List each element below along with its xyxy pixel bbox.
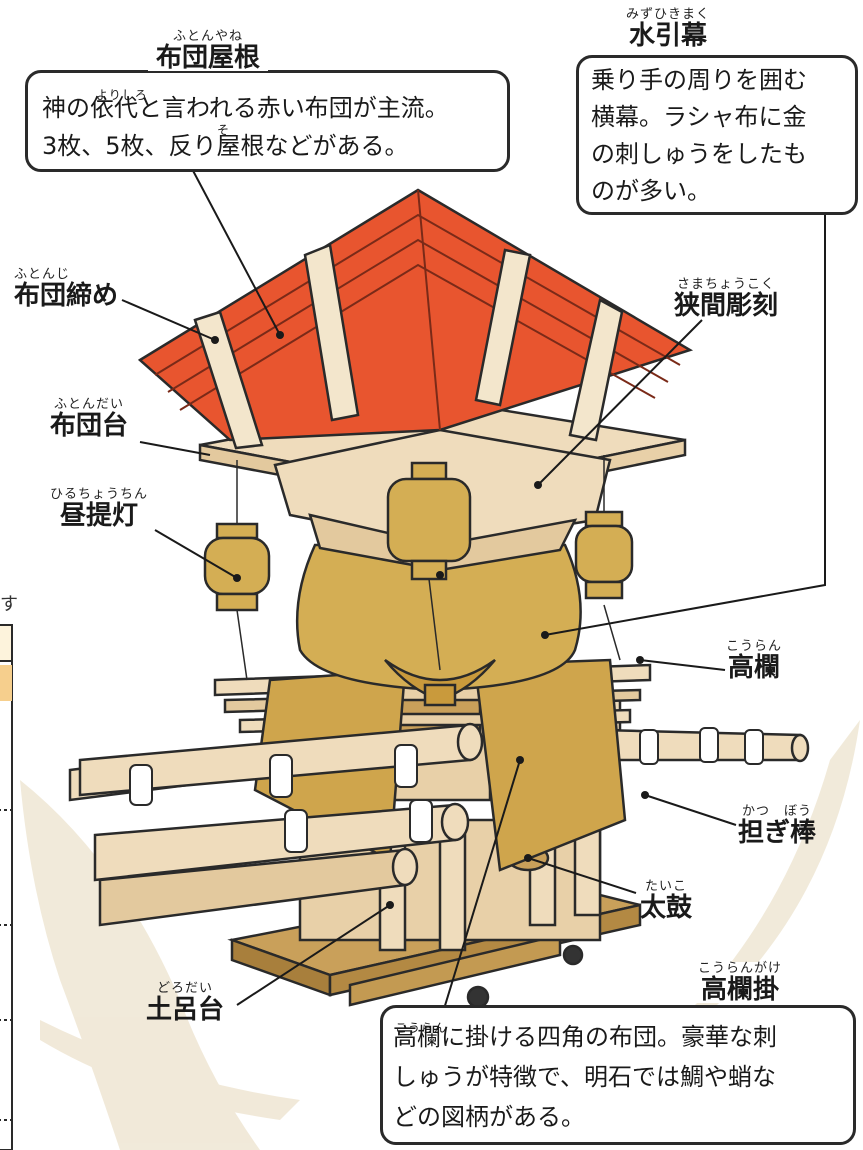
label-taiko: たいこ 太鼓 <box>640 880 692 921</box>
label-futon-dai: ふとんだい 布団台 <box>50 398 128 439</box>
label-koran: こうらん 高欄 <box>726 640 782 681</box>
label-hiru-chochin-ruby: ひるちょうちん <box>50 487 149 502</box>
label-taiko-text: 太鼓 <box>640 893 693 923</box>
left-side-table-fragment <box>0 624 13 1150</box>
label-koran-gake-ruby: こうらんがけ <box>698 961 783 976</box>
label-mizuhiki-maku: みずひきまく 水引幕 <box>618 7 719 51</box>
koran-gake-desc-line2: しゅうが特徴で、明石では鯛や蛸な <box>393 1063 777 1091</box>
lanterns <box>203 455 634 681</box>
label-mizuhiki-maku-ruby: みずひきまく <box>626 7 711 22</box>
label-katsugi-bo-text: 担ぎ棒 <box>738 818 817 848</box>
koran-gake-desc-line3: どの図柄がある。 <box>393 1103 585 1131</box>
center-ornament <box>384 658 496 707</box>
koran-ruby: こうらん <box>395 1021 448 1035</box>
label-koran-text: 高欄 <box>728 653 781 683</box>
label-koran-ruby: こうらん <box>726 639 783 654</box>
label-futon-yane-text: 布団屋根 <box>156 43 261 73</box>
pole-ropes <box>129 727 764 853</box>
lantern-center <box>386 461 472 671</box>
label-doro-dai: どろだい 土呂台 <box>146 982 224 1023</box>
label-futon-jime-text: 布団締め <box>14 281 119 311</box>
label-futon-dai-ruby: ふとんだい <box>54 397 125 412</box>
label-hiru-chochin-text: 昼提灯 <box>60 501 139 531</box>
background-brush-strokes <box>20 720 860 1150</box>
futon-yane-description-box: よりしろ そ 神の依代と言われる赤い布団が主流。 3枚、5枚、反り屋根などがある… <box>25 70 510 172</box>
label-futon-yane: ふとんやね 布団屋根 <box>148 29 269 73</box>
label-koran-gake-text: 高欄掛 <box>701 975 780 1005</box>
label-katsugi-bo: かつ ぼう 担ぎ棒 <box>738 805 816 846</box>
label-samacho-koku-ruby: さまちょうこく <box>677 277 776 292</box>
label-futon-jime-ruby: ふとんじ <box>14 267 71 282</box>
label-doro-dai-ruby: どろだい <box>157 981 214 996</box>
yorishiro-ruby: よりしろ <box>96 88 148 102</box>
label-taiko-ruby: たいこ <box>645 879 688 894</box>
side-text-fragment: す <box>0 594 18 615</box>
lantern-left <box>203 522 271 612</box>
label-futon-jime: ふとんじ 布団締め <box>14 268 118 309</box>
leader-lines <box>121 164 826 1023</box>
koran-gake-description-box: こうらん 高欄に掛ける四角の布団。豪華な刺 しゅうが特徴で、明石では鯛や蛸な ど… <box>380 1005 856 1145</box>
koran-gake-desc-line1: 高欄に掛ける四角の布団。豪華な刺 <box>393 1023 777 1051</box>
mizuhiki-desc-line4: のが多い。 <box>591 177 711 205</box>
lantern-right <box>574 510 634 600</box>
mizuhiki-desc-line1: 乗り手の周りを囲む <box>591 66 807 94</box>
label-mizuhiki-maku-text: 水引幕 <box>629 21 708 51</box>
futon-yane-desc-line2: 3枚、5枚、反り屋根などがある。 <box>42 132 409 160</box>
label-hiru-chochin: ひるちょうちん 昼提灯 <box>50 488 148 529</box>
futon-yane-desc-line1: 神の依代と言われる赤い布団が主流。 <box>42 94 449 122</box>
sori-ruby: そ <box>217 123 231 137</box>
futon-roof <box>137 188 694 450</box>
label-futon-yane-ruby: ふとんやね <box>173 29 244 44</box>
label-katsugi-bo-ruby: かつ ぼう <box>742 804 813 819</box>
roof-base-tiers <box>198 398 687 572</box>
label-samacho-koku-text: 狭間彫刻 <box>674 291 779 321</box>
label-koran-gake: こうらんがけ 高欄掛 <box>690 961 791 1005</box>
mizuhiki-desc-line2: 横幕。ラシャ布に金 <box>591 103 807 131</box>
label-doro-dai-text: 土呂台 <box>146 995 225 1025</box>
mizuhiki-description-box: 乗り手の周りを囲む 横幕。ラシャ布に金 の刺しゅうをしたも のが多い。 <box>576 55 858 215</box>
mizuhiki-desc-line3: の刺しゅうをしたも <box>591 140 807 168</box>
label-futon-dai-text: 布団台 <box>50 411 129 441</box>
pointer-dots <box>211 331 649 909</box>
label-samacho-koku: さまちょうこく 狭間彫刻 <box>674 278 778 319</box>
